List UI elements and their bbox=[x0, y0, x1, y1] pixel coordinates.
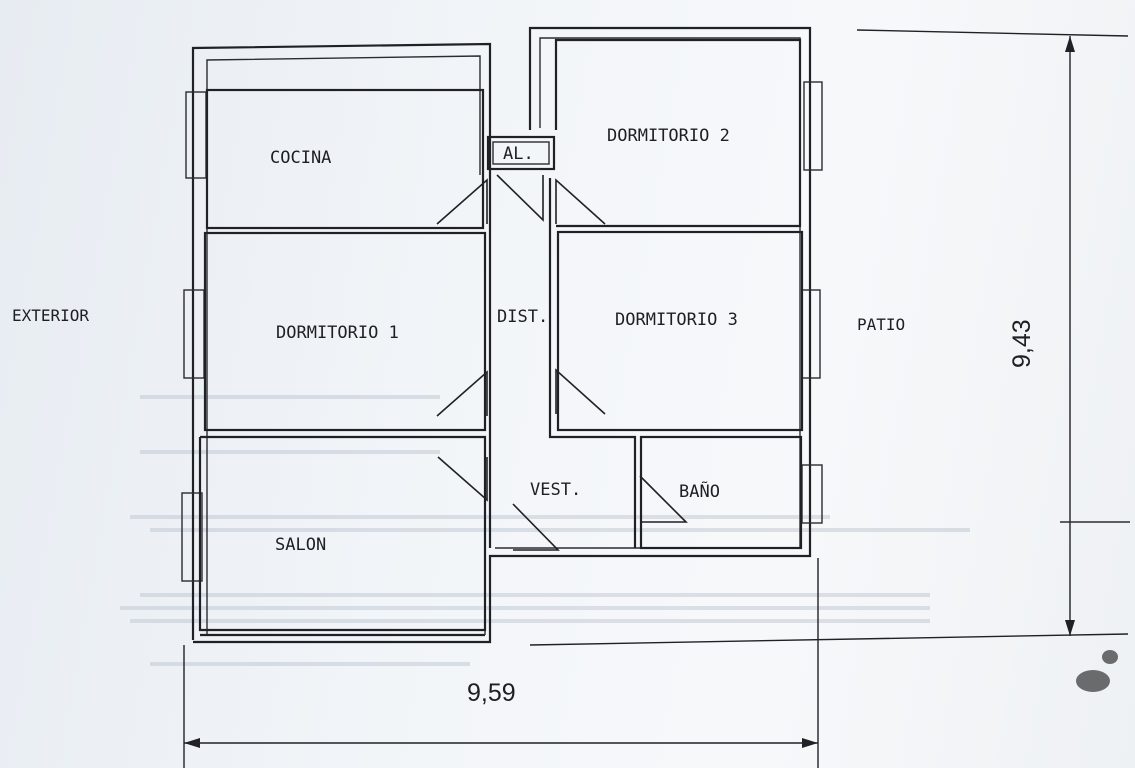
bleed-through-text bbox=[120, 395, 970, 666]
room-label-salon: SALON bbox=[275, 535, 326, 555]
room-label-dormitorio-1: DORMITORIO 1 bbox=[276, 323, 399, 343]
room-label-distribuidor: DIST. bbox=[497, 307, 548, 327]
room-label-dormitorio-3: DORMITORIO 3 bbox=[615, 310, 738, 330]
paper-smudges bbox=[1076, 650, 1118, 692]
side-label-exterior: EXTERIOR bbox=[12, 306, 89, 325]
dimension-label-width: 9,59 bbox=[467, 679, 516, 707]
room-label-dormitorio-2: DORMITORIO 2 bbox=[607, 126, 730, 146]
door-swings bbox=[436, 174, 688, 551]
dimension-label-height: 9,43 bbox=[1008, 319, 1036, 368]
room-label-cocina: COCINA bbox=[270, 148, 331, 168]
side-label-patio: PATIO bbox=[857, 315, 905, 334]
interior-walls bbox=[198, 38, 804, 632]
dimension-lines bbox=[183, 29, 1130, 768]
room-label-almacen: AL. bbox=[503, 144, 534, 164]
room-label-vestibulo: VEST. bbox=[530, 480, 581, 500]
room-label-bano: BAÑO bbox=[679, 480, 720, 502]
